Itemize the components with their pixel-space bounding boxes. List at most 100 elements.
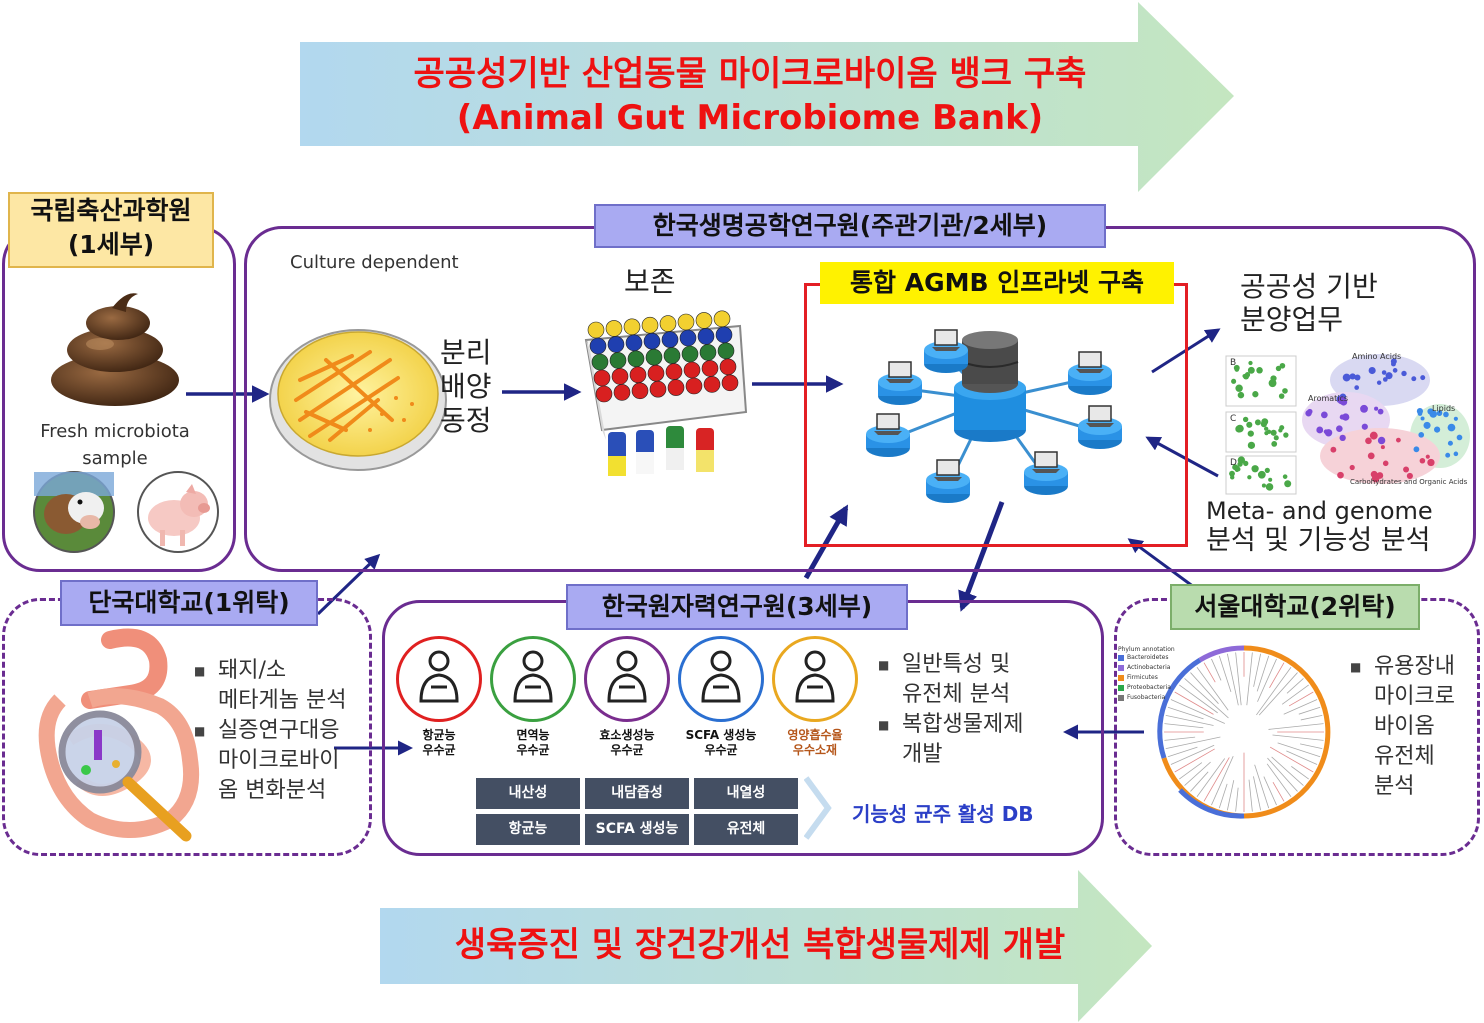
pig-icon <box>137 471 219 553</box>
snu-bullet-line4: 유전체 <box>1374 744 1435 769</box>
tree-branch <box>1203 662 1216 683</box>
network-dot <box>1434 426 1441 433</box>
snu-bullet-line3: 바이옴 <box>1374 714 1435 739</box>
tree-branch <box>1218 783 1228 809</box>
network-dot <box>1337 471 1344 479</box>
vial-cap <box>667 379 685 396</box>
network-dot <box>1403 466 1410 473</box>
tree-branch <box>1256 667 1292 716</box>
fresh-sample-line2: sample <box>82 448 148 469</box>
network-dot <box>1392 368 1398 373</box>
network-dot <box>1339 414 1345 420</box>
arrow-meta-to-agmb <box>1145 436 1219 478</box>
kaeri-bullet-probiotic: 복합생물제제 개발 <box>878 710 1078 770</box>
laptop-node-icon <box>866 413 910 457</box>
laptop-node-icon <box>926 459 970 503</box>
phylum-legend-item: Bacteroidetes <box>1118 653 1188 663</box>
tree-branch <box>1269 746 1314 773</box>
snu-bullet-genome: 유용장내 마이크로 바이옴 유전체 분석 <box>1350 652 1476 802</box>
vial-cap <box>649 380 667 398</box>
dankook-bullet2-line1: 실증연구대응 <box>218 718 340 743</box>
network-dot <box>1382 377 1388 382</box>
trait-chip: SCFA 생성능 <box>585 814 689 845</box>
dankook-bullet-metagenome: 돼지/소 메타게놈 분석 <box>194 656 370 716</box>
trait-chip: 내열성 <box>694 778 798 809</box>
tree-branch <box>1254 764 1270 809</box>
network-dot <box>1453 416 1458 421</box>
network-dot <box>1385 372 1393 380</box>
vial-cap <box>595 385 613 403</box>
kribb-label: 한국생명공학연구원(주관기관/2세부) <box>594 204 1106 248</box>
tree-branch <box>1190 771 1209 792</box>
network-dot <box>1365 437 1372 445</box>
network-dot <box>1254 419 1261 426</box>
process-step-isolation: 분리 <box>440 336 492 369</box>
storage-vials <box>587 310 739 403</box>
tree-branch <box>1211 658 1222 681</box>
kaeri-bullets: 일반특성 및 유전체 분석 복합생물제제 개발 <box>878 650 1078 770</box>
network-dot <box>1235 384 1243 392</box>
laptop-node-icon <box>878 361 922 405</box>
process-step-identification: 동정 <box>440 404 492 437</box>
network-dot <box>1417 411 1423 416</box>
dankook-bullet1-line2: 메타게놈 분석 <box>218 688 347 713</box>
network-dot <box>1354 385 1360 390</box>
storage-text: 보존 <box>624 265 676 298</box>
network-dot <box>1374 406 1379 411</box>
test-tube-icon <box>678 636 764 722</box>
nias-label: 국립축산과학원 (1세부) <box>8 192 214 268</box>
meta-analysis-text: Meta- and genome 분석 및 기능성 분석 <box>1206 496 1433 556</box>
laptop-node-icon <box>1024 451 1068 495</box>
loose-vials <box>608 426 714 476</box>
network-dot <box>1445 452 1451 458</box>
tree-branch <box>1257 658 1277 702</box>
vial-cap <box>721 374 739 392</box>
tree-branch <box>1179 762 1203 780</box>
tree-branch <box>1272 734 1324 741</box>
tree-branch <box>1165 736 1221 750</box>
tree-branch <box>1164 723 1204 729</box>
person-shield-icon <box>490 636 576 722</box>
tree-branch <box>1174 748 1215 773</box>
tree-branch <box>1288 691 1314 707</box>
tree-branch <box>1196 758 1226 797</box>
network-dot <box>1230 475 1235 480</box>
public-line2: 분양업무 <box>1240 303 1344 336</box>
tree-branch <box>1211 756 1234 806</box>
network-dot <box>1257 470 1266 479</box>
dankook-bullet-validation: 실증연구대응 마이크로바이 옴 변화분석 <box>194 716 370 806</box>
tree-branch <box>1203 757 1230 802</box>
network-dot <box>1456 434 1463 441</box>
legend-swatch <box>1118 695 1124 701</box>
tree-branch <box>1235 652 1242 706</box>
legend-name: Bacteroidetes <box>1127 654 1169 661</box>
tree-branch <box>1263 776 1277 806</box>
network-dot <box>1275 365 1282 372</box>
meta-line2: 분석 및 기능성 분석 <box>1206 525 1431 556</box>
panel-label-d: D <box>1230 458 1237 468</box>
nias-label-line2: (1세부) <box>67 230 155 259</box>
tree-branch <box>1266 763 1292 797</box>
network-dot <box>1244 372 1251 378</box>
network-dot <box>1427 408 1434 415</box>
fresh-sample-text: Fresh microbiota sample <box>10 418 220 472</box>
kaeri-label: 한국원자력연구원(3세부) <box>566 584 908 630</box>
tree-branch <box>1286 750 1318 765</box>
process-step-culture: 배양 <box>440 370 492 403</box>
network-dot <box>1425 454 1430 459</box>
network-label-lipids: Lipids <box>1432 404 1456 413</box>
tree-branch <box>1165 714 1214 726</box>
network-dot <box>1413 446 1420 453</box>
phylogenetic-tree-image <box>1157 645 1331 819</box>
panel-label-c: C <box>1230 414 1237 424</box>
network-dot <box>1247 366 1255 374</box>
network-dots <box>1229 358 1463 491</box>
network-dot <box>1279 362 1286 369</box>
network-dot <box>1270 429 1277 436</box>
dankook-label: 단국대학교(1위탁) <box>60 580 318 626</box>
network-dot <box>1278 393 1285 399</box>
legend-swatch <box>1118 675 1124 681</box>
kaeri-icon-label-line2: 우수균 <box>610 743 644 757</box>
